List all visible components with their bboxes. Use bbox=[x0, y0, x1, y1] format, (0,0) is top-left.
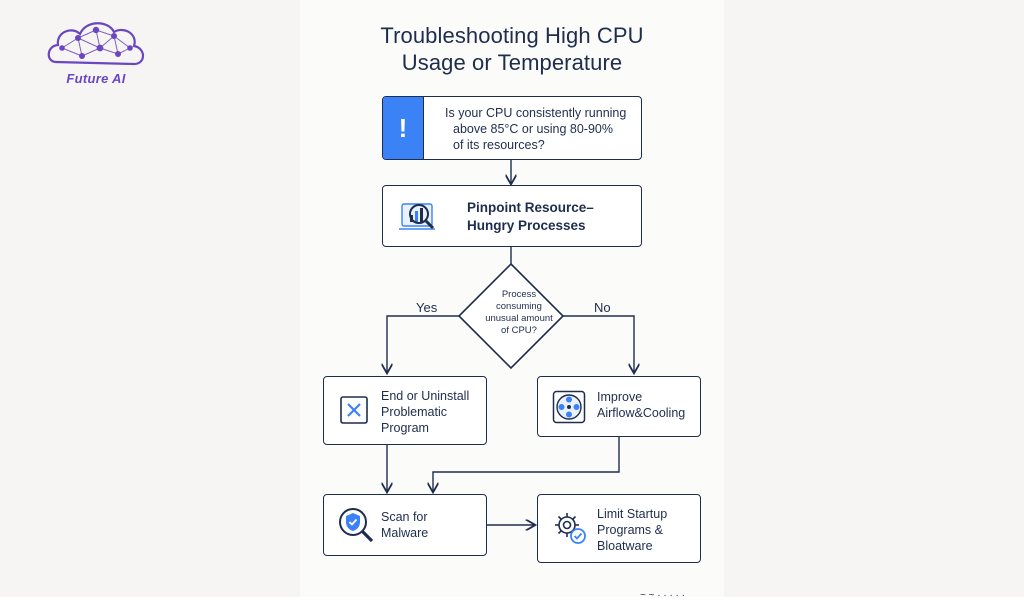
question-line-1: Is your CPU consistently running bbox=[445, 106, 627, 120]
left-margin bbox=[0, 0, 300, 597]
question-line-2: above 85°C or using 80-90% bbox=[453, 122, 613, 136]
close-box-icon bbox=[340, 396, 368, 424]
decision-line-4: of CPU? bbox=[501, 325, 537, 336]
alert-icon: ! bbox=[383, 97, 424, 159]
fan-icon bbox=[552, 390, 586, 424]
arrow-airflow-to-scan bbox=[433, 437, 620, 491]
airflow-line-2: Airflow&Cooling bbox=[597, 406, 686, 420]
startup-line-1: Limit Startup bbox=[597, 507, 668, 521]
end-uninstall-line-1: End or Uninstall bbox=[381, 389, 470, 403]
end-uninstall-node: End or Uninstall Problematic Program bbox=[323, 376, 487, 445]
scan-shield-icon bbox=[339, 508, 374, 543]
decision-line-1: Process bbox=[501, 289, 537, 300]
logo-text: Future AI bbox=[66, 71, 126, 86]
page-title-line-2: Usage or Temperature bbox=[401, 50, 623, 75]
footer-fragment: ~ ~ · · · · · bbox=[640, 590, 685, 601]
scan-malware-node: Scan for Malware bbox=[323, 494, 487, 556]
pinpoint-line-2: Hungry Processes bbox=[467, 218, 586, 233]
decision-line-3: unusual amount bbox=[485, 313, 553, 324]
page-title-line-1: Troubleshooting High CPU bbox=[380, 23, 644, 48]
decision-question: Process consuming unusual amount of CPU? bbox=[478, 289, 560, 337]
yes-label: Yes bbox=[416, 300, 438, 315]
startup-line-3: Bloatware bbox=[597, 539, 653, 553]
gear-check-icon bbox=[555, 513, 586, 544]
right-margin bbox=[724, 0, 1024, 597]
airflow-node: Improve Airflow&Cooling bbox=[537, 376, 701, 437]
startup-line-2: Programs & bbox=[597, 523, 663, 537]
scan-line-2: Malware bbox=[381, 526, 429, 540]
no-label: No bbox=[594, 300, 611, 315]
question-node: ! Is your CPU consistently running above… bbox=[382, 96, 642, 160]
end-uninstall-line-3: Program bbox=[381, 421, 429, 435]
limit-startup-node: Limit Startup Programs & Bloatware bbox=[537, 494, 701, 563]
decision-diamond bbox=[457, 262, 565, 370]
pinpoint-line-1: Pinpoint Resource– bbox=[467, 200, 594, 215]
arrow-yes-branch bbox=[387, 315, 459, 372]
magnifier-chart-icon bbox=[399, 203, 435, 230]
arrow-no-branch bbox=[563, 315, 634, 372]
airflow-line-1: Improve bbox=[597, 390, 643, 404]
end-uninstall-line-2: Problematic bbox=[381, 405, 447, 419]
scan-line-1: Scan for bbox=[381, 510, 428, 524]
future-ai-logo bbox=[47, 22, 145, 66]
decision-line-2: consuming bbox=[496, 301, 542, 312]
question-line-3: of its resources? bbox=[453, 138, 545, 152]
pinpoint-node: Pinpoint Resource– Hungry Processes bbox=[382, 185, 642, 247]
